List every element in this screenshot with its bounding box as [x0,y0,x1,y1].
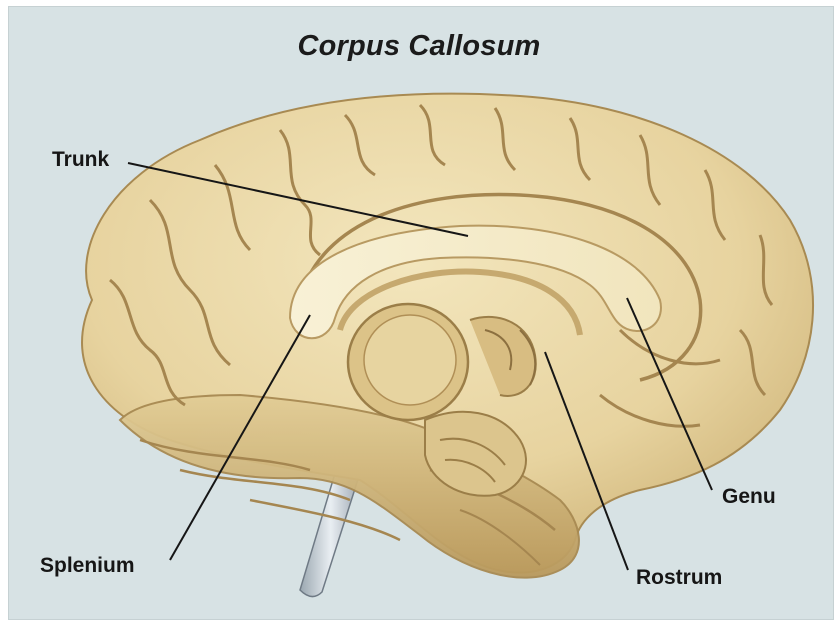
trunk-label: Trunk [52,148,109,172]
splenium-label: Splenium [40,554,135,578]
genu-label: Genu [722,485,776,509]
rostrum-label: Rostrum [636,566,722,590]
diagram-title: Corpus Callosum [0,30,838,63]
